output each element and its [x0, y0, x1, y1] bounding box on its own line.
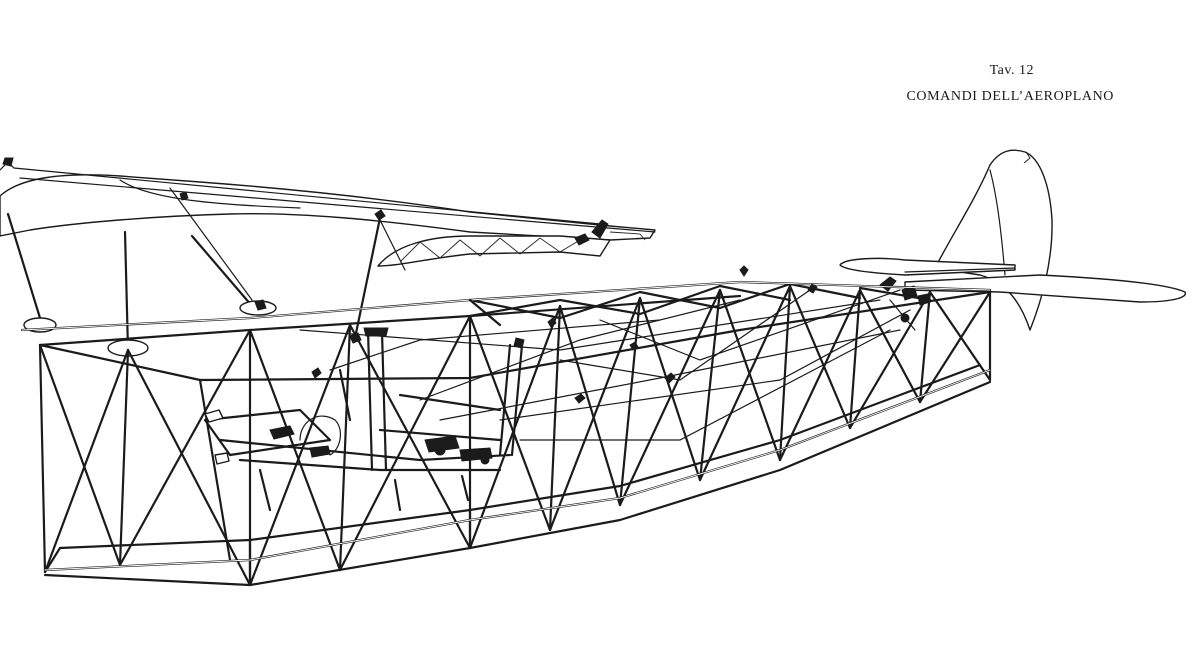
wing-struts — [6, 187, 406, 357]
plate-number: Tav. 12 — [989, 63, 1034, 78]
rudder-pedal-assembly — [203, 393, 512, 512]
upper-wing — [0, 157, 656, 267]
control-cables — [299, 265, 911, 441]
horizontal-stabilizer — [839, 257, 1187, 303]
vertical-fin — [934, 149, 1053, 331]
cockpit-control-column — [338, 298, 525, 472]
wing-cable-fittings — [179, 191, 386, 344]
fuselage-truss — [20, 280, 992, 587]
plate-title: COMANDI DELL’AEROPLANO — [906, 89, 1114, 104]
